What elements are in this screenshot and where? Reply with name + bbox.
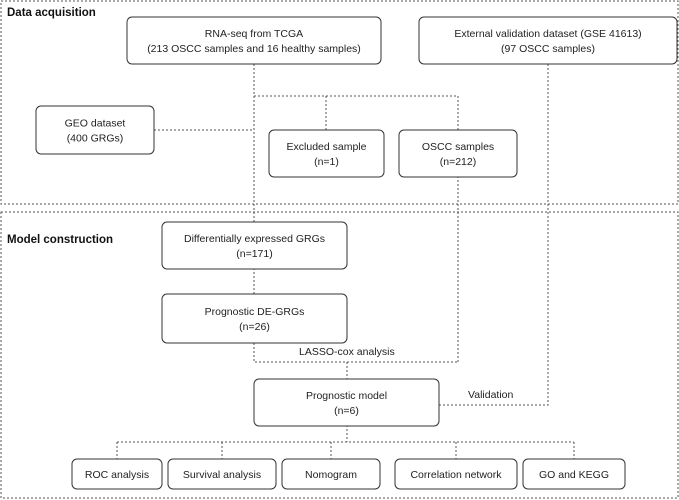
node-oscc-samples: OSCC samples (n=212)	[398, 129, 518, 178]
node-text-line: Survival analysis	[183, 469, 261, 481]
node-text-line: RNA-seq from TCGA	[205, 28, 303, 40]
node-rnaseq: RNA-seq from TCGA (213 OSCC samples and 1…	[126, 16, 382, 65]
node-text-line: (n=171)	[236, 248, 272, 260]
node-text-line: Differentially expressed GRGs	[184, 233, 325, 245]
node-box	[394, 458, 518, 490]
node-text-line: Correlation network	[410, 469, 502, 481]
node-box	[398, 129, 518, 178]
node-text-line: ROC analysis	[85, 469, 149, 481]
node-text-line: (97 OSCC samples)	[501, 43, 595, 55]
node-text-line: (n=26)	[239, 321, 270, 333]
node-text-line: (n=6)	[334, 405, 359, 417]
node-text-line: OSCC samples	[422, 141, 494, 153]
connectors	[116, 64, 575, 459]
node-box	[418, 16, 678, 65]
node-text-line: (n=1)	[314, 156, 339, 168]
node-text-line: (400 GRGs)	[67, 133, 124, 145]
node-prognostic-de-grgs: Prognostic DE-GRGs (n=26)	[161, 293, 348, 344]
node-de-grgs: Differentially expressed GRGs (n=171)	[161, 221, 348, 270]
node-geo-dataset: GEO dataset (400 GRGs)	[35, 105, 155, 155]
node-box	[253, 378, 440, 427]
node-box	[71, 458, 163, 490]
node-text-line: Prognostic model	[306, 390, 387, 402]
node-go-kegg: GO and KEGG	[522, 458, 626, 490]
node-nomogram: Nomogram	[281, 458, 381, 490]
node-text-line: GO and KEGG	[539, 469, 609, 481]
node-roc-analysis: ROC analysis	[71, 458, 163, 490]
node-prognostic-model: Prognostic model (n=6)	[253, 378, 440, 427]
node-text-line: External validation dataset (GSE 41613)	[454, 28, 641, 40]
node-box	[522, 458, 626, 490]
edge-label-lasso: LASSO-cox analysis	[299, 346, 395, 358]
node-box	[161, 293, 348, 344]
node-box	[35, 105, 155, 155]
node-text-line: Prognostic DE-GRGs	[205, 306, 305, 318]
node-text-line: (n=212)	[440, 156, 476, 168]
node-text-line: GEO dataset	[65, 118, 126, 130]
section-title-data-acquisition: Data acquisition	[7, 7, 96, 19]
node-text-line: Nomogram	[305, 469, 357, 481]
node-text-line: Excluded sample	[287, 141, 367, 153]
node-excluded-sample: Excluded sample (n=1)	[268, 129, 385, 178]
node-correlation-network: Correlation network	[394, 458, 518, 490]
node-survival-analysis: Survival analysis	[167, 458, 277, 490]
node-external-validation: External validation dataset (GSE 41613) (…	[418, 16, 678, 65]
node-box	[281, 458, 381, 490]
node-box	[161, 221, 348, 270]
node-box	[268, 129, 385, 178]
section-frame-model-construction	[0, 211, 679, 499]
connector-validation	[439, 64, 549, 406]
node-text-line: (213 OSCC samples and 16 healthy samples…	[147, 43, 361, 55]
node-box	[126, 16, 382, 65]
edge-label-validation: Validation	[468, 389, 513, 401]
node-box	[167, 458, 277, 490]
section-title-model-construction: Model construction	[7, 234, 113, 246]
